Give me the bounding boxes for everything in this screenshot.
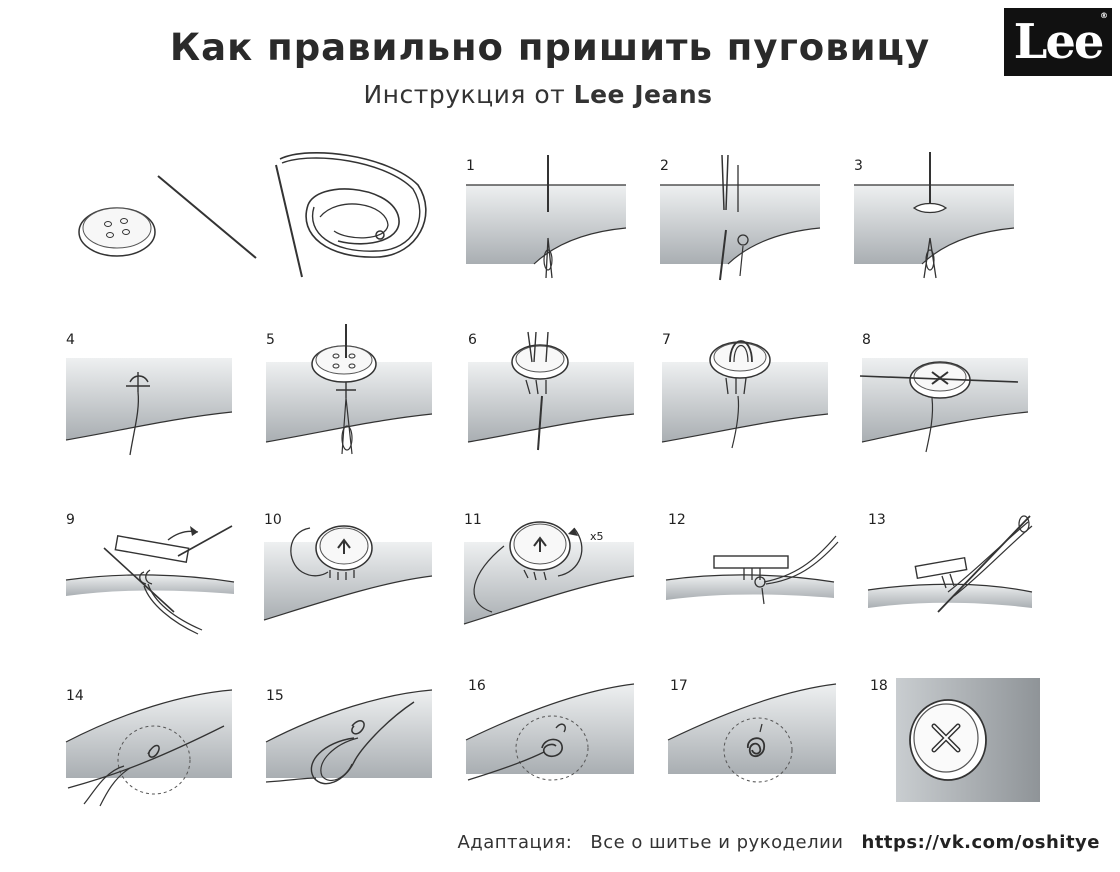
subtitle-brand: Lee Jeans: [574, 80, 713, 109]
step-1: 1: [464, 150, 634, 285]
step-11: 11 x5: [462, 512, 648, 642]
step-9-illustration: [64, 512, 244, 642]
page-subtitle: Инструкция от Lee Jeans: [0, 80, 1076, 109]
step-13-illustration: [864, 512, 1044, 642]
step-5-illustration: [264, 322, 444, 460]
step-16: 16: [464, 676, 644, 801]
step-17-illustration: [666, 676, 846, 801]
step-1-illustration: [464, 150, 634, 285]
step-8: 8: [858, 330, 1038, 460]
step-4: 4: [64, 330, 244, 460]
step-3-illustration: [852, 150, 1022, 285]
step-18: 18: [866, 676, 1042, 804]
step-13: 13: [864, 512, 1044, 642]
step-6-illustration: [466, 322, 646, 460]
materials-thread: [268, 145, 438, 285]
step-9: 9: [64, 512, 244, 642]
step-8-illustration: [858, 330, 1038, 460]
step-14: 14: [64, 682, 244, 807]
step-6: 6: [466, 322, 646, 460]
step-18-illustration: [866, 676, 1042, 804]
subtitle-prefix: Инструкция от: [363, 80, 573, 109]
step-3: 3: [852, 150, 1022, 285]
step-11-illustration: [462, 512, 648, 642]
footer-group: Все о шитье и рукоделии: [590, 832, 843, 853]
step-14-illustration: [64, 682, 244, 807]
step-15: 15: [264, 682, 444, 807]
materials-button-needle: [70, 140, 260, 280]
step-10: 10: [262, 512, 442, 642]
step-12: 12: [664, 512, 844, 642]
step-7-illustration: [660, 322, 840, 460]
button-and-needle-illustration: [70, 140, 260, 280]
step-5: 5: [264, 322, 444, 460]
step-2: 2: [658, 150, 828, 285]
step-10-illustration: [262, 512, 442, 642]
footer-link[interactable]: https://vk.com/oshitye: [862, 832, 1101, 853]
page-title: Как правильно пришить пуговицу: [0, 26, 1100, 69]
step-2-illustration: [658, 150, 828, 285]
step-17: 17: [666, 676, 846, 801]
threaded-needle-illustration: [268, 145, 438, 285]
step-4-illustration: [64, 330, 244, 460]
step-7: 7: [660, 322, 840, 460]
registered-mark: ®: [1100, 11, 1108, 20]
step-12-illustration: [664, 512, 844, 642]
step-16-illustration: [464, 676, 644, 801]
footer-label: Адаптация:: [457, 832, 572, 853]
lee-logo: Lee ®: [1004, 8, 1112, 76]
footer: Адаптация: Все о шитье и рукоделии https:/…: [0, 832, 1100, 853]
step-15-illustration: [264, 682, 444, 807]
logo-text: Lee: [1014, 14, 1103, 70]
